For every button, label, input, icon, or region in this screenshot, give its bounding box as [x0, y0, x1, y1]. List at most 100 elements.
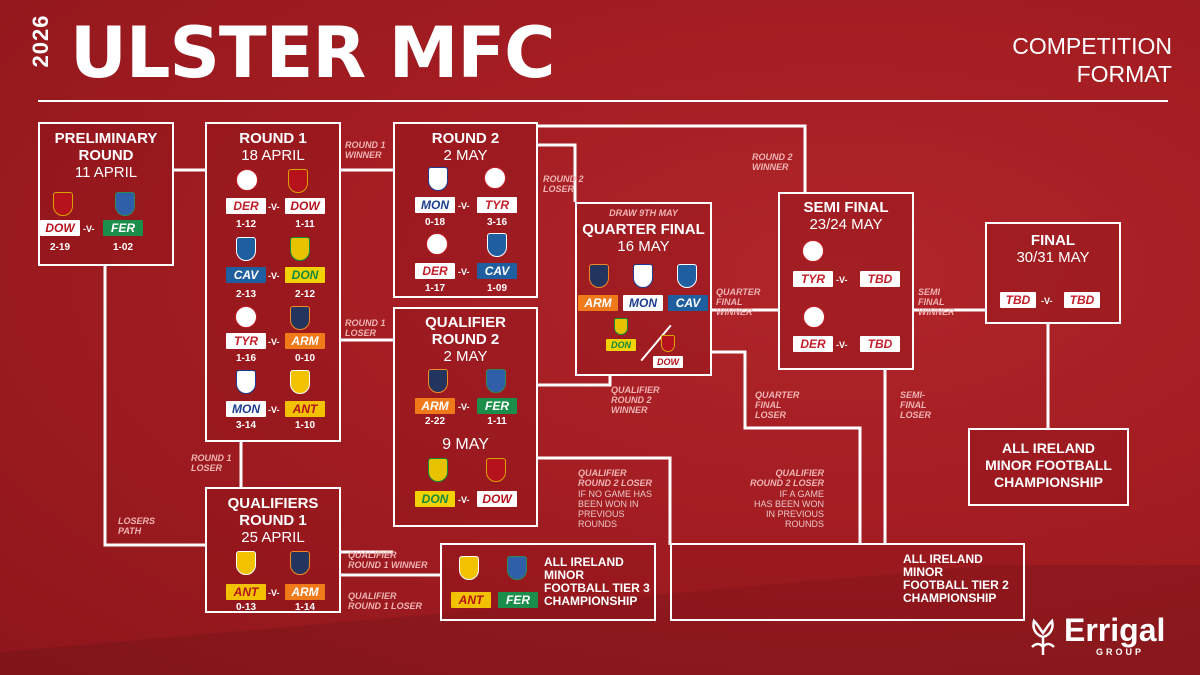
team-tag: DOW: [477, 491, 517, 507]
team-tag: ARM: [285, 584, 325, 600]
cav-crest-icon: [487, 233, 507, 257]
team-tag: TBD: [1064, 292, 1100, 308]
box-title: QUALIFIER: [425, 314, 506, 331]
fer-crest-icon: [486, 369, 506, 393]
mon-crest-icon: [633, 264, 653, 288]
score: 2-19: [49, 242, 70, 253]
round-1-box: ROUND 1 18 APRIL: [205, 122, 341, 442]
sponsor-logo: Errigal GROUP: [1026, 613, 1186, 663]
tier-3-line: FOOTBALL TIER 3: [544, 581, 650, 595]
vs-label: -V-: [458, 201, 470, 211]
tier-2-line: CHAMPIONSHIP: [903, 591, 997, 605]
score: 1-02: [112, 242, 133, 253]
box-date: 25 APRIL: [241, 529, 305, 546]
tier-3-label: ALL IRELAND MINOR FOOTBALL TIER 3 CHAMPI…: [544, 556, 650, 608]
brand-name: Errigal: [1064, 612, 1166, 648]
don-crest-icon: [428, 458, 448, 482]
team-tag: TYR: [226, 333, 266, 349]
vs-label: -V-: [836, 275, 848, 285]
team-tag: ANT: [285, 401, 325, 417]
team-tag: DER: [226, 198, 266, 214]
score: 2-13: [235, 289, 256, 300]
team-tag: CAV: [477, 263, 517, 279]
tier-2-line: ALL IRELAND: [903, 552, 983, 566]
tier-2-line: MINOR: [903, 565, 943, 579]
vs-label: -V-: [268, 202, 280, 212]
score: 1-14: [294, 602, 315, 613]
brand-sub: GROUP: [1096, 647, 1145, 657]
team-tag: TYR: [793, 271, 833, 287]
box-date: 2 MAY: [443, 147, 488, 164]
arm-crest-icon: [589, 264, 609, 288]
score: 3-14: [235, 420, 256, 431]
tyr-crest-icon: [802, 240, 824, 262]
vs-label: -V-: [268, 271, 280, 281]
tier-2-box: [670, 543, 1025, 621]
tier-2-line: FOOTBALL TIER 2: [903, 578, 1009, 592]
ant-crest-icon: [236, 551, 256, 575]
team-tag: ANT: [226, 584, 266, 600]
der-crest-icon: [426, 233, 448, 255]
team-tag: MON: [415, 197, 455, 213]
score: 1-17: [424, 283, 445, 294]
fer-crest-icon: [115, 192, 135, 216]
team-tag: DER: [415, 263, 455, 279]
team-tag: TBD: [860, 271, 900, 287]
subtitle: COMPETITION FORMAT: [1012, 32, 1172, 88]
mon-crest-icon: [428, 167, 448, 191]
score: 2-22: [424, 416, 445, 427]
box-title: PRELIMINARY: [54, 130, 158, 147]
team-tag: FER: [103, 220, 143, 236]
vs-label: -V-: [83, 224, 95, 234]
score: 1-09: [486, 283, 507, 294]
box-date: 30/31 MAY: [1016, 249, 1090, 266]
box-date: 9 MAY: [442, 436, 489, 453]
team-tag: TBD: [860, 336, 900, 352]
box-title: CHAMPIONSHIP: [994, 474, 1103, 490]
tier-2-label: ALL IRELAND MINOR FOOTBALL TIER 2 CHAMPI…: [903, 553, 1009, 605]
subtitle-line-2: FORMAT: [1076, 61, 1172, 87]
team-tag: TBD: [1000, 292, 1036, 308]
header-divider: [38, 100, 1168, 102]
score: 1-10: [294, 420, 315, 431]
team-tag: CAV: [226, 267, 266, 283]
box-title: QUALIFIERS: [227, 495, 319, 512]
all-ireland-box: ALL IRELAND MINOR FOOTBALL CHAMPIONSHIP: [968, 428, 1129, 506]
team-tag: FER: [477, 398, 517, 414]
team-tag: DON: [606, 339, 636, 351]
team-tag: CAV: [668, 295, 708, 311]
cav-crest-icon: [677, 264, 697, 288]
team-tag: ARM: [415, 398, 455, 414]
tier-3-line: MINOR: [544, 568, 584, 582]
arm-crest-icon: [290, 306, 310, 330]
vs-label: -V-: [836, 340, 848, 350]
tier-3-line: ALL IRELAND: [544, 555, 624, 569]
dow-crest-icon: [486, 458, 506, 482]
tyr-crest-icon: [484, 167, 506, 189]
box-date: 18 APRIL: [241, 147, 305, 164]
ant-crest-icon: [459, 556, 479, 580]
team-tag: DER: [793, 336, 833, 352]
subtitle-line-1: COMPETITION: [1012, 33, 1172, 59]
qualifier-round-2-box: QUALIFIER ROUND 2 2 MAY: [393, 307, 538, 527]
box-date: 16 MAY: [617, 238, 670, 255]
dow-crest-icon: [661, 335, 675, 352]
score: 2-12: [294, 289, 315, 300]
thistle-icon: [1031, 618, 1055, 655]
score: 0-18: [424, 217, 445, 228]
